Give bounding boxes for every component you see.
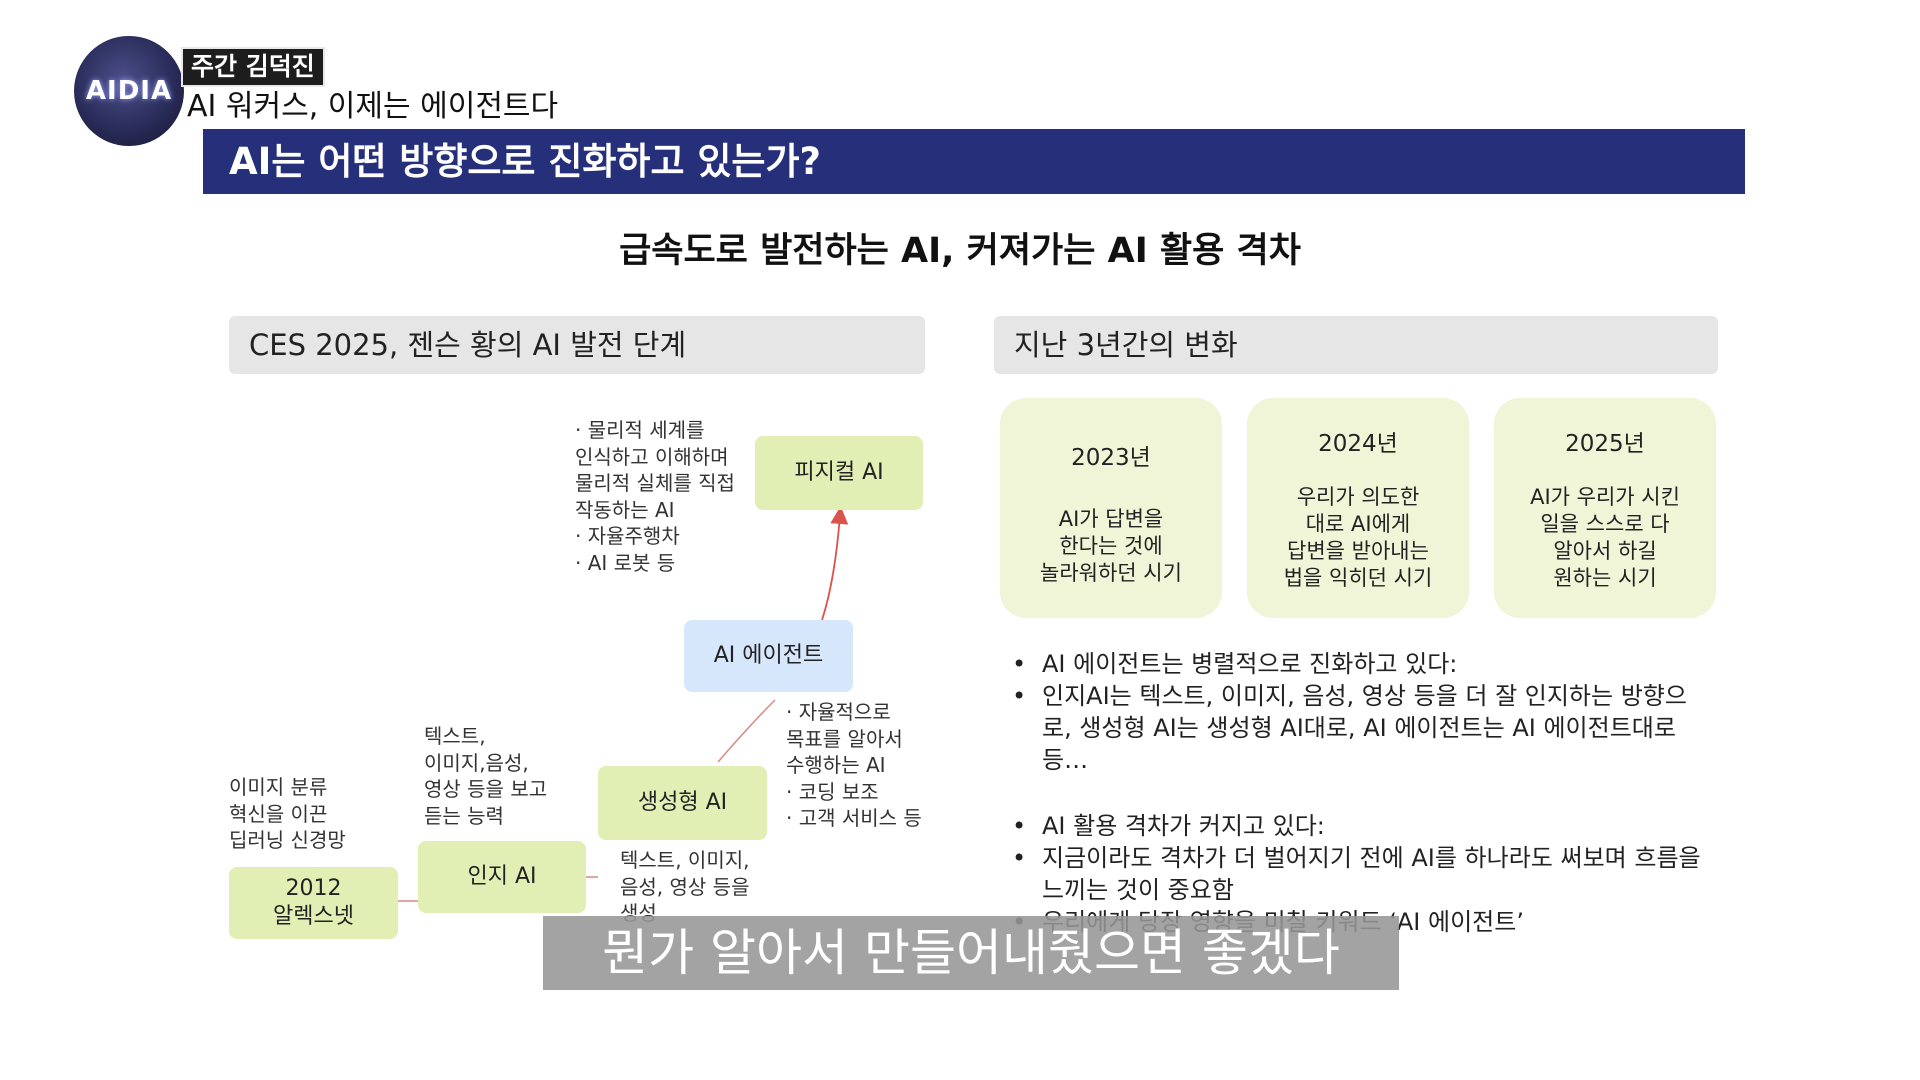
card-year: 2024년 (1318, 431, 1398, 457)
note-alexnet: 이미지 분류 혁신을 이끈 딥러닝 신경망 (229, 775, 346, 852)
bullet-item: AI 에이전트는 병렬적으로 진화하고 있다: (1010, 648, 1710, 680)
node-ai-agent: AI 에이전트 (684, 620, 853, 692)
card-description: 우리가 의도한 대로 AI에게 답변을 받아내는 법을 익히던 시기 (1283, 485, 1433, 590)
card-description: AI가 우리가 시킨 일을 스스로 다 알아서 하길 원하는 시기 (1530, 485, 1680, 590)
logo-text: AIDIA (85, 76, 173, 106)
connector-agent-physical (821, 506, 849, 621)
year-card-2024: 2024년 우리가 의도한 대로 AI에게 답변을 받아내는 법을 익히던 시기 (1247, 398, 1469, 618)
note-ai-agent: · 자율적으로 목표를 알아서 수행하는 AI · 코딩 보조 · 고객 서비스… (786, 700, 922, 830)
card-year: 2023년 (1071, 445, 1151, 471)
slide-title: 급속도로 발전하는 AI, 커져가는 AI 활용 격차 (619, 231, 1301, 271)
node-physical-ai: 피지컬 AI (755, 436, 923, 510)
note-generative-ai: 텍스트, 이미지, 음성, 영상 등을 생성 (620, 848, 750, 925)
bullet-item: 지금이라도 격차가 더 벌어지기 전에 AI를 하나라도 써보며 흐름을 느끼는… (1010, 842, 1710, 906)
node-perception-ai: 인지 AI (418, 841, 586, 913)
channel-logo: AIDIA (74, 36, 184, 146)
node-generative-ai: 생성형 AI (598, 766, 767, 840)
year-card-2025: 2025년 AI가 우리가 시킨 일을 스스로 다 알아서 하길 원하는 시기 (1494, 398, 1716, 618)
bullet-item: AI 활용 격차가 커지고 있다: (1010, 810, 1710, 842)
right-section-header: 지난 3년간의 변화 (994, 316, 1718, 374)
card-year: 2025년 (1565, 431, 1645, 457)
year-card-2023: 2023년 AI가 답변을 한다는 것에 놀라워하던 시기 (1000, 398, 1222, 618)
note-perception-ai: 텍스트, 이미지,음성, 영상 등을 보고 듣는 능력 (424, 724, 548, 828)
video-caption: 뭔가 알아서 만들어내줬으면 좋겠다 (543, 916, 1399, 990)
note-physical-ai: · 물리적 세계를 인식하고 이해하며 물리적 실체를 직접 작동하는 AI ·… (575, 418, 735, 575)
card-description: AI가 답변을 한다는 것에 놀라워하던 시기 (1040, 507, 1182, 585)
episode-title: AI 워커스, 이제는 에이전트다 (187, 89, 559, 124)
connector-generative-agent (717, 699, 776, 763)
summary-bullets: AI 에이전트는 병렬적으로 진화하고 있다: 인지AI는 텍스트, 이미지, … (1010, 648, 1710, 938)
channel-tag: 주간 김덕진 (181, 47, 325, 87)
bullet-item: 인지AI는 텍스트, 이미지, 음성, 영상 등을 더 잘 인지하는 방향으로,… (1010, 680, 1710, 776)
slide-banner: AI는 어떤 방향으로 진화하고 있는가? (203, 129, 1745, 194)
node-alexnet: 2012 알렉스넷 (229, 867, 398, 939)
left-section-header: CES 2025, 젠슨 황의 AI 발전 단계 (229, 316, 925, 374)
